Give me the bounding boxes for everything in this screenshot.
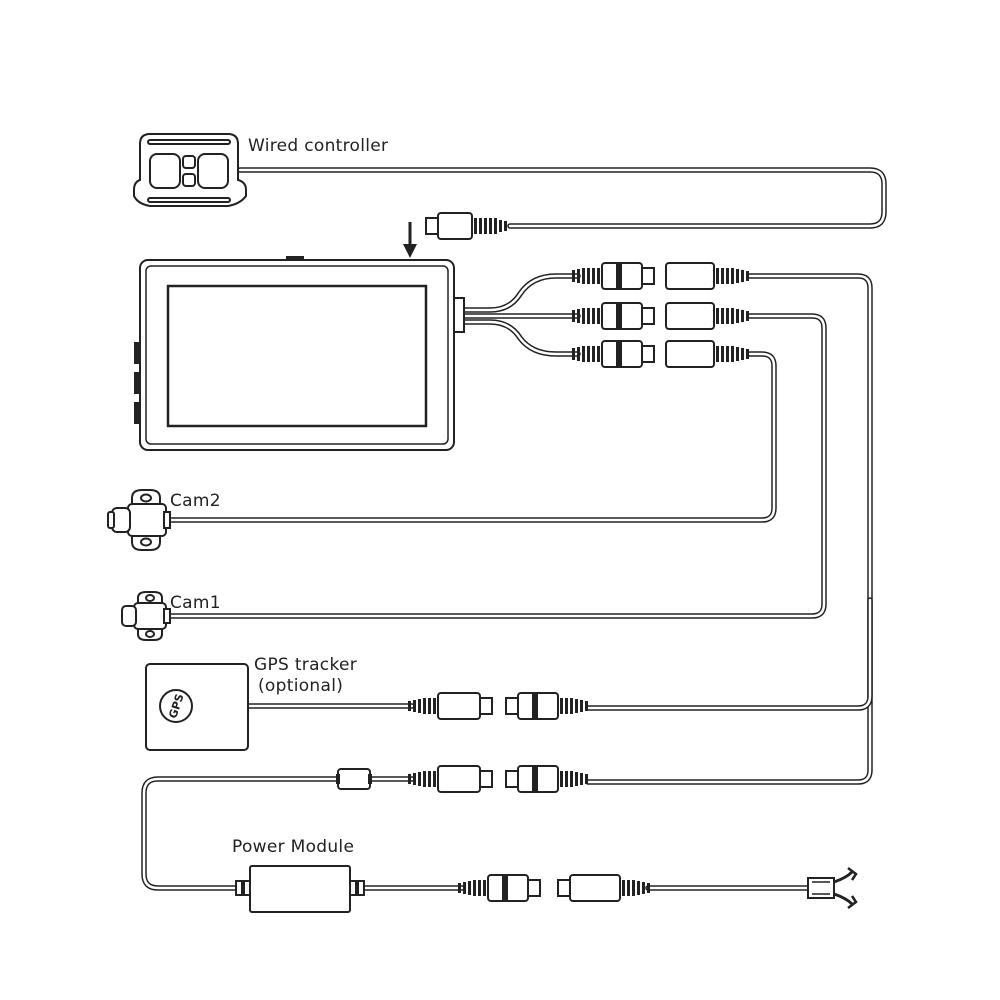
splitter-connectors [572, 262, 749, 368]
wired-controller-label: Wired controller [248, 136, 388, 156]
gps-label-line1: GPS tracker [254, 655, 357, 675]
gps-connector-pair [408, 692, 588, 720]
cam1-label: Cam1 [170, 593, 221, 613]
power-module-label: Power Module [232, 837, 354, 857]
controller-cable [237, 167, 887, 229]
spade-terminal-icon [807, 867, 858, 909]
dvr-monitor-icon [134, 256, 465, 451]
cam2-label: Cam2 [170, 491, 221, 511]
controller-plug [425, 212, 507, 240]
cam2-icon [107, 489, 171, 551]
gps-label-line2: (optional) [258, 676, 343, 696]
battery-connector-pair [458, 874, 650, 902]
wired-controller-icon [133, 133, 247, 207]
connector-pair-2 [572, 302, 749, 330]
ferrite-bead [336, 768, 372, 790]
gps-puck-icon: GPS [145, 663, 249, 751]
connector-pair-3 [572, 340, 749, 368]
cables [141, 167, 887, 891]
cam1-icon [121, 591, 171, 641]
power-module-icon [235, 865, 365, 913]
connector-pair-1 [572, 262, 749, 290]
arrow-down-icon [403, 222, 417, 258]
power-connector-pair [408, 765, 588, 793]
